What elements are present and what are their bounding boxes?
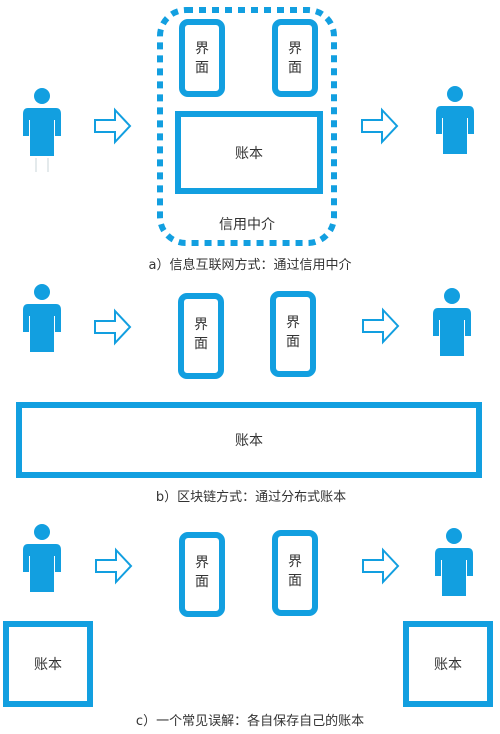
interface-box-left [179,19,225,97]
interface-label-left-line2: 面 [195,574,209,590]
interface-box-left [178,293,224,379]
interface-label-right-line2: 面 [286,334,300,350]
ledger-box [175,111,323,194]
caption-c: c）一个常见误解：各自保存自己的账本 [136,713,364,729]
caption-b: b）区块链方式：通过分布式账本 [156,489,346,505]
interface-box-left [179,532,225,617]
interface-label-right-line1: 界 [286,315,300,331]
interface-label-left-line1: 界 [195,555,209,571]
caption-a: a）信息互联网方式：通过信用中介 [149,257,352,273]
interface-label-left-line1: 界 [194,317,208,333]
arrow-right-icon [94,310,131,344]
panel-b: 界 面 界 面 账本 b）区块链方式：通过分布式账本 [16,284,482,505]
interface-label-right-line2: 面 [288,573,302,589]
user-right-person-icon [435,528,473,596]
interface-label-left-line2: 面 [195,60,209,76]
panel-a: 界 面 界 面 账本 信用中介 a）信息互联网方式：通过信用中介 [23,7,474,273]
arrow-right-icon [362,309,399,343]
arrow-right-icon [362,549,399,583]
ledger-label-left: 账本 [34,657,62,673]
interface-label-right-line1: 界 [288,41,302,57]
interface-label-right-line2: 面 [288,60,302,76]
panel-c: 界 面 界 面 账本 账本 c）一个常见误解：各自保存自己的账本 [3,524,493,729]
arrow-right-icon [361,109,398,143]
user-right-person-icon [433,288,471,356]
interface-label-left-line1: 界 [195,41,209,57]
ledger-label: 账本 [235,146,263,162]
user-left-person-icon [23,88,61,156]
intermediary-dashed-border [157,7,337,246]
interface-box-right [270,291,316,377]
distributed-ledger-box [16,402,482,478]
interface-label-right-line1: 界 [288,554,302,570]
ledger-label: 账本 [235,433,263,449]
intermediary-label: 信用中介 [219,217,275,233]
interface-label-left-line2: 面 [194,336,208,352]
arrow-right-icon [95,549,132,583]
arrow-right-icon [94,109,131,143]
ledger-box-right [403,621,493,707]
ledger-box-left [3,621,93,707]
user-right-person-icon [436,86,474,154]
interface-box-right [272,530,318,616]
user-left-person-icon [23,284,61,352]
interface-box-right [272,19,318,97]
ledger-label-right: 账本 [434,657,462,673]
user-left-person-icon [23,524,61,592]
